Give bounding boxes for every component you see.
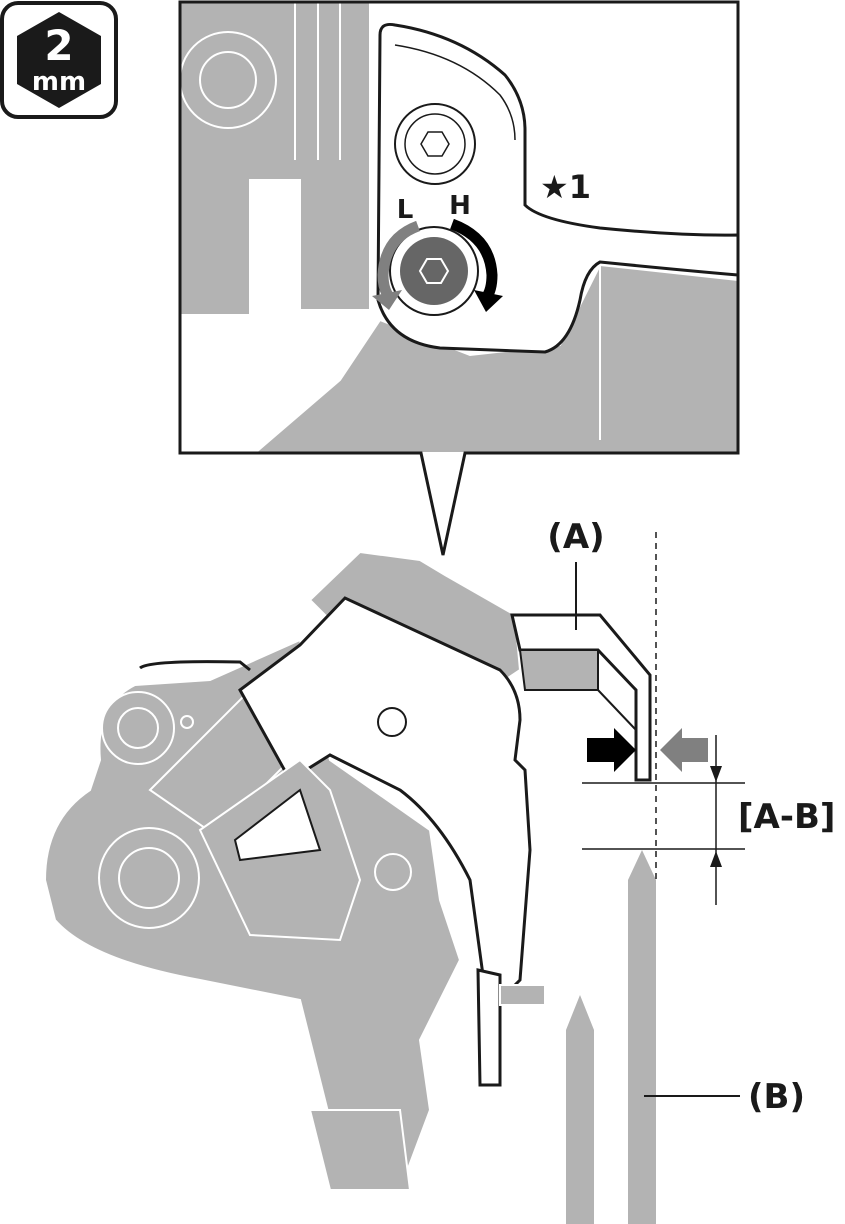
large-chainring-tooth	[628, 850, 656, 1224]
zoom-callout: L H ★1	[178, 0, 740, 556]
callout-frame	[178, 0, 740, 556]
mounting-bolt	[394, 103, 476, 185]
chain-guide-label: (A)	[547, 517, 604, 557]
clearance-label: [A-B]	[738, 797, 835, 837]
tool-size-number: 2	[44, 21, 73, 70]
high-arrowhead-icon	[474, 290, 503, 312]
small-chainring-tooth	[566, 995, 594, 1224]
high-label: H	[449, 191, 471, 221]
chain-guide-inner-plate	[518, 649, 599, 691]
chainring-label: (B)	[748, 1077, 805, 1117]
front-derailleur	[43, 550, 652, 1192]
tool-badge: 2 mm	[0, 1, 118, 119]
low-direction-arrow	[377, 220, 421, 302]
adjustment-screw	[389, 226, 479, 316]
note-marker: ★1	[540, 168, 591, 206]
low-arrowhead-icon	[372, 290, 402, 310]
high-direction-arrow	[449, 218, 498, 302]
tool-size-unit: mm	[32, 67, 86, 97]
hex-key-icon	[17, 12, 101, 108]
push-arrow-gray-icon	[660, 728, 708, 772]
callout-background-mechanism	[180, 0, 371, 316]
chainrings	[566, 850, 656, 1224]
push-arrow-black-icon	[587, 728, 636, 772]
clearance-annotation	[575, 532, 745, 1097]
tail-plate	[476, 968, 502, 1087]
low-label: L	[397, 195, 414, 225]
hex-socket-icon	[418, 258, 450, 284]
dimension-arrow-down-icon	[710, 766, 722, 782]
dimension-arrow-up-icon	[710, 851, 722, 867]
